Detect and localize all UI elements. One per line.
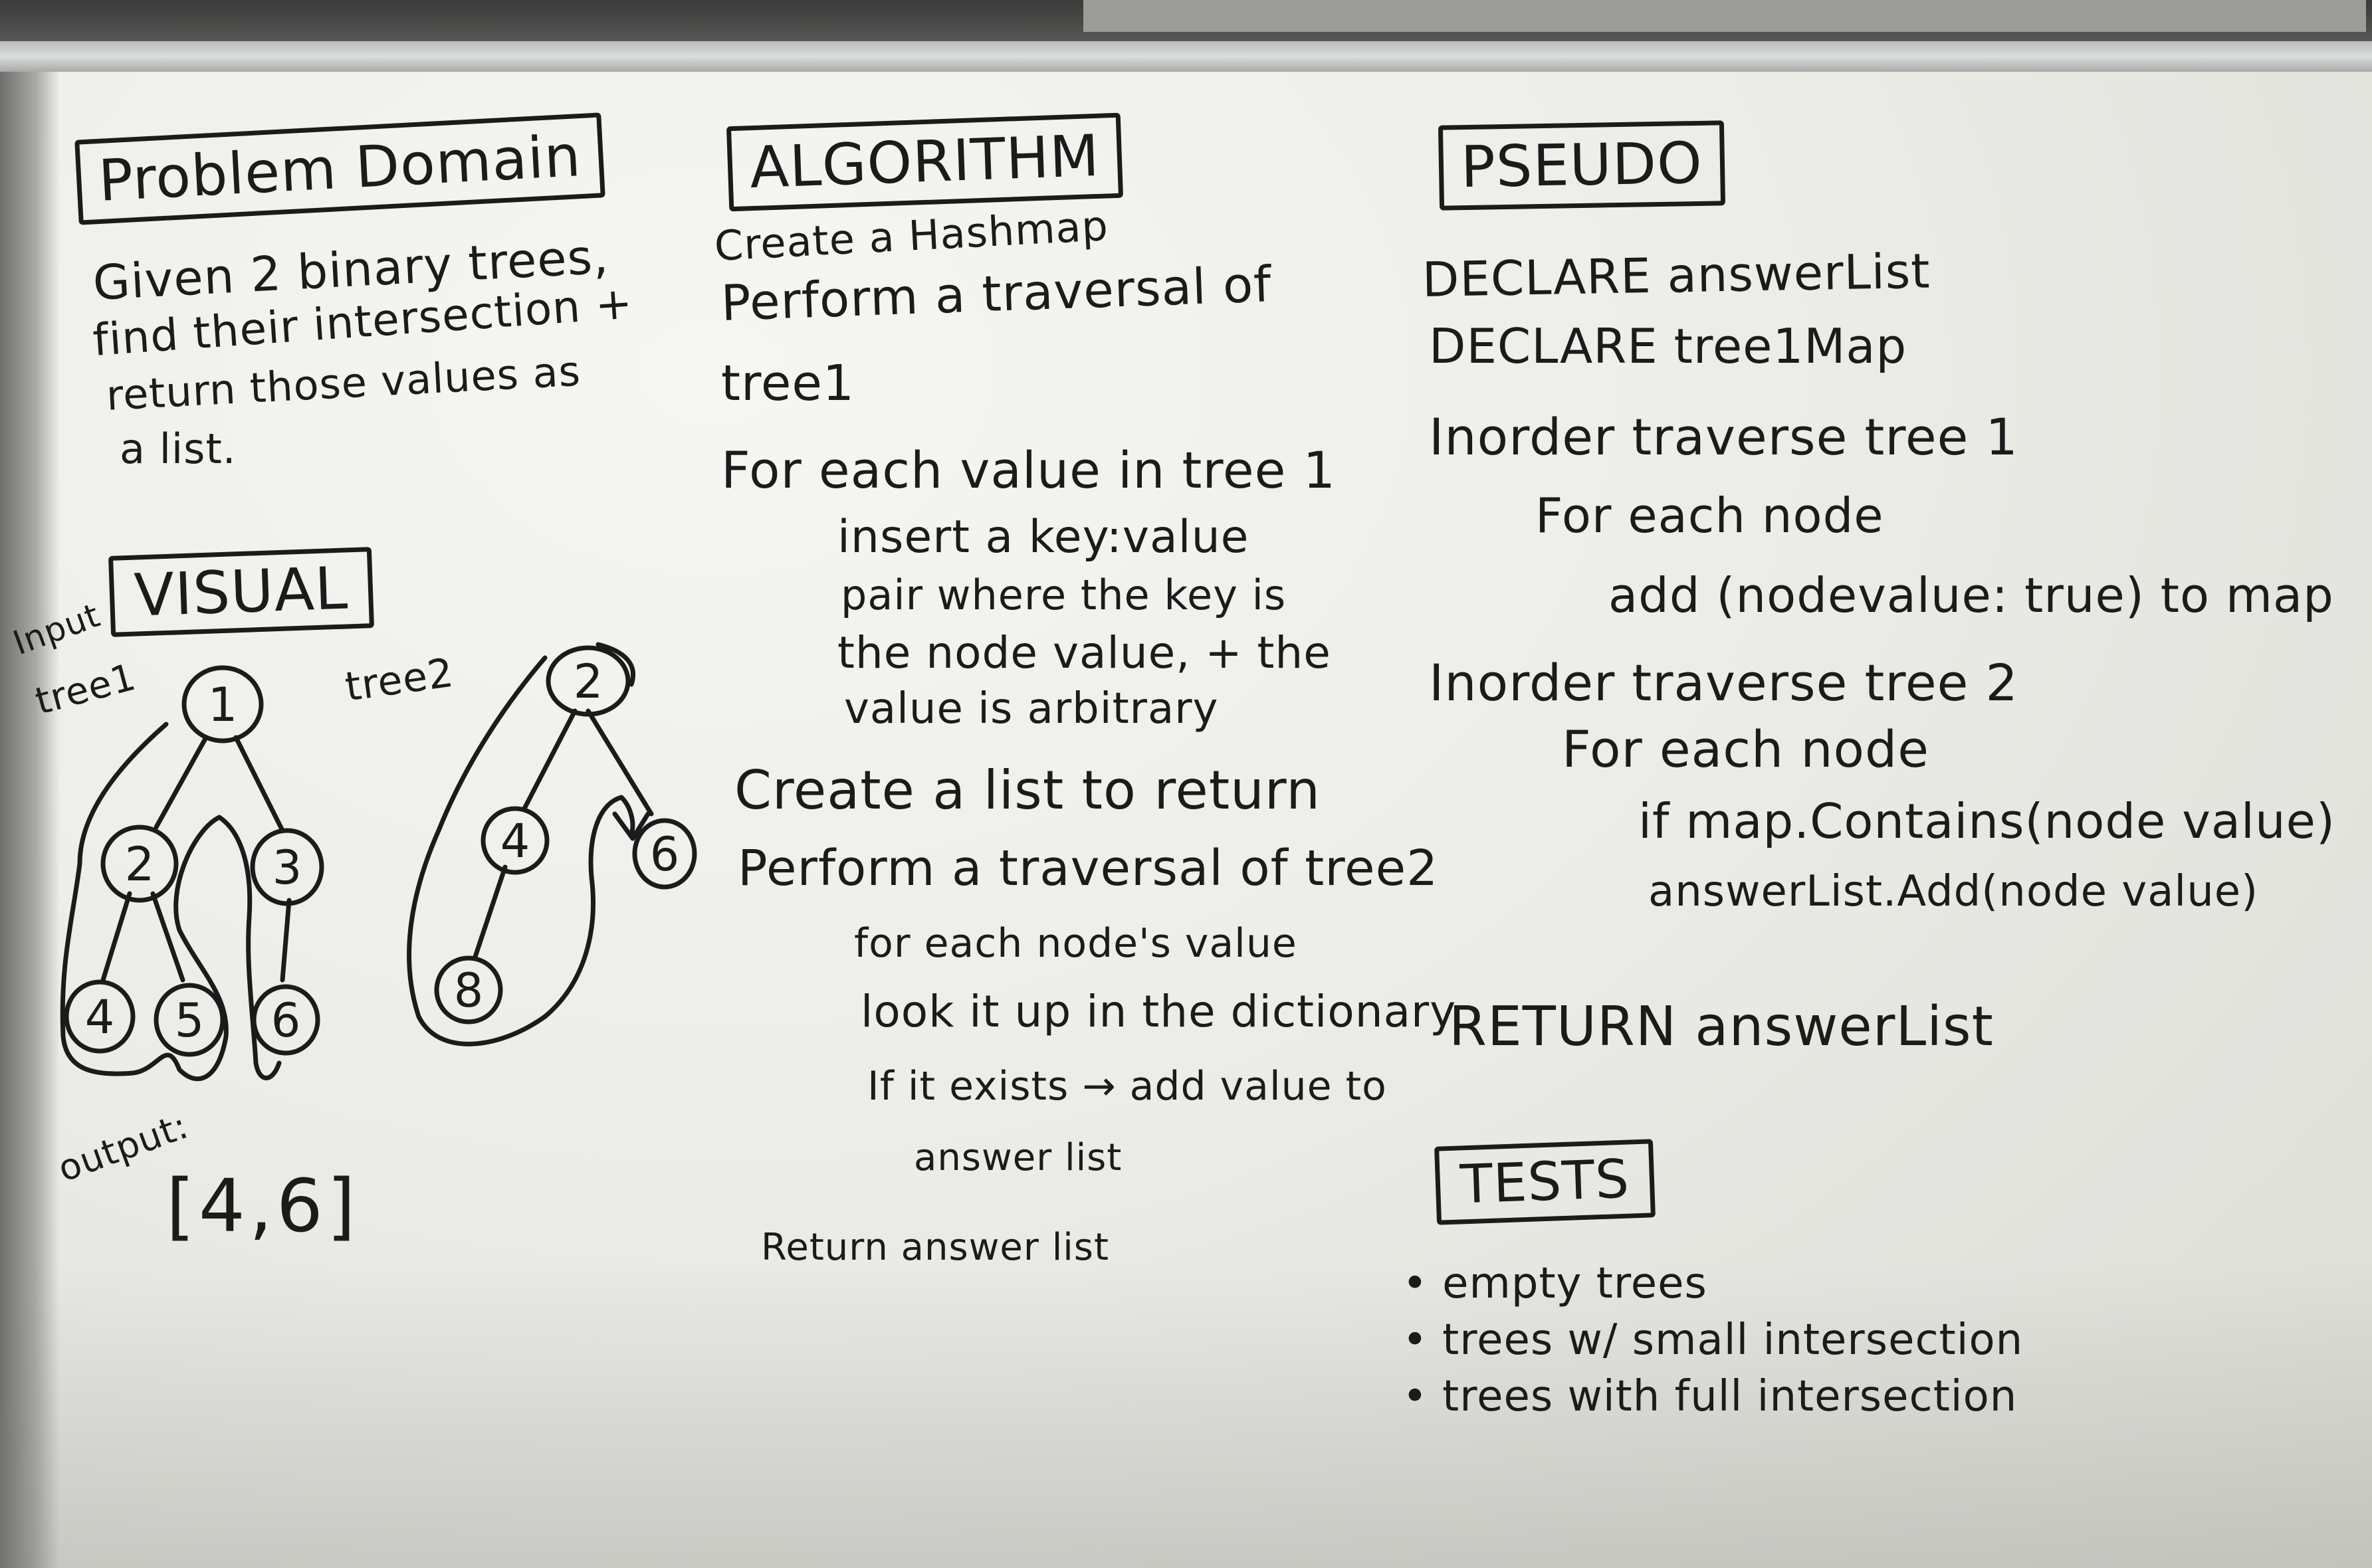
tree1-traversal-path (60, 722, 282, 1082)
whiteboard (0, 72, 2372, 1568)
tree2-node-2: 2 (546, 645, 631, 717)
algorithm-line-4: For each value in tree 1 (721, 441, 1336, 500)
pseudo-line-10: RETURN answerList (1449, 995, 1994, 1058)
whiteboard-bottom-shade (0, 1262, 2372, 1568)
tests-item-1: • empty trees (1402, 1259, 1707, 1308)
tree1-node-4: 4 (64, 979, 136, 1054)
tree1-node-3: 3 (250, 828, 324, 906)
problem-domain-line-4: a list. (120, 425, 237, 473)
tests-item-3: • trees with full intersection (1402, 1372, 2018, 1421)
tree2-node-8: 8 (434, 955, 503, 1025)
wall-above-board (0, 0, 2372, 47)
tree2-outer-loop (595, 642, 636, 687)
tree2-node-6: 6 (632, 818, 697, 890)
tree2-node-4: 4 (481, 806, 550, 875)
visual-output-value: [4,6] (166, 1163, 360, 1248)
algorithm-line-7: the node value, + the (837, 627, 1331, 678)
tree1-node-3-label: 3 (272, 840, 302, 895)
tree2-node-8-label: 8 (454, 963, 484, 1018)
tree2-traversal-path (407, 655, 635, 1046)
tests-item-2: • trees w/ small intersection (1402, 1316, 2024, 1365)
tree2-node-6-label: 6 (650, 827, 680, 882)
algorithm-line-15: Return answer list (761, 1226, 1109, 1269)
tree1-node-5: 5 (154, 983, 225, 1057)
algorithm-line-9: Create a list to return (734, 759, 1321, 821)
tests-item-3-text: trees with full intersection (1442, 1372, 2018, 1421)
pseudo-line-7: For each node (1562, 720, 1930, 779)
tree2-edges (473, 708, 654, 959)
tree1-edges (100, 735, 292, 983)
pseudo-line-3: Inorder traverse tree 1 (1429, 407, 2018, 466)
tests-item-1-text: empty trees (1442, 1259, 1707, 1308)
tree2-node-4-label: 4 (500, 814, 530, 868)
tree2-traversal-arrowhead (612, 811, 651, 841)
tree1-node-2-label: 2 (125, 837, 155, 892)
algorithm-line-3: tree1 (721, 355, 855, 412)
whiteboard-left-edge (0, 72, 60, 1568)
algorithm-line-14: answer list (914, 1136, 1123, 1179)
tree2-node-2-label: 2 (574, 654, 603, 709)
tree1-node-1-label: 1 (208, 678, 238, 732)
pseudo-line-2: DECLARE tree1Map (1429, 318, 1907, 374)
tree1-node-6: 6 (251, 984, 320, 1056)
pseudo-line-9: answerList.Add(node value) (1648, 867, 2259, 916)
tree1-node-5-label: 5 (175, 993, 205, 1048)
tests-item-2-text: trees w/ small intersection (1442, 1316, 2024, 1365)
tree1-node-2: 2 (100, 825, 179, 903)
pseudo-line-6: Inorder traverse tree 2 (1429, 653, 2018, 712)
tree1-node-1: 1 (181, 665, 264, 743)
algorithm-line-5: insert a key:value (837, 511, 1249, 563)
tree1-node-6-label: 6 (271, 993, 301, 1048)
algorithm-line-13: If it exists → add value to (867, 1063, 1387, 1110)
algorithm-line-12: look it up in the dictionary (861, 986, 1457, 1037)
algorithm-line-11: for each node's value (854, 920, 1297, 967)
algorithm-line-8: value is arbitrary (844, 684, 1219, 734)
algorithm-line-10: Perform a traversal of tree2 (738, 840, 1439, 897)
algorithm-line-6: pair where the key is (841, 571, 1287, 619)
wall-light-patch (1083, 0, 2366, 32)
pseudo-line-8: if map.Contains(node value) (1638, 793, 2335, 849)
pseudo-line-4: For each node (1535, 488, 1884, 543)
tree1-node-4-label: 4 (85, 990, 115, 1044)
pseudo-line-5: add (nodevalue: true) to map (1608, 567, 2334, 623)
